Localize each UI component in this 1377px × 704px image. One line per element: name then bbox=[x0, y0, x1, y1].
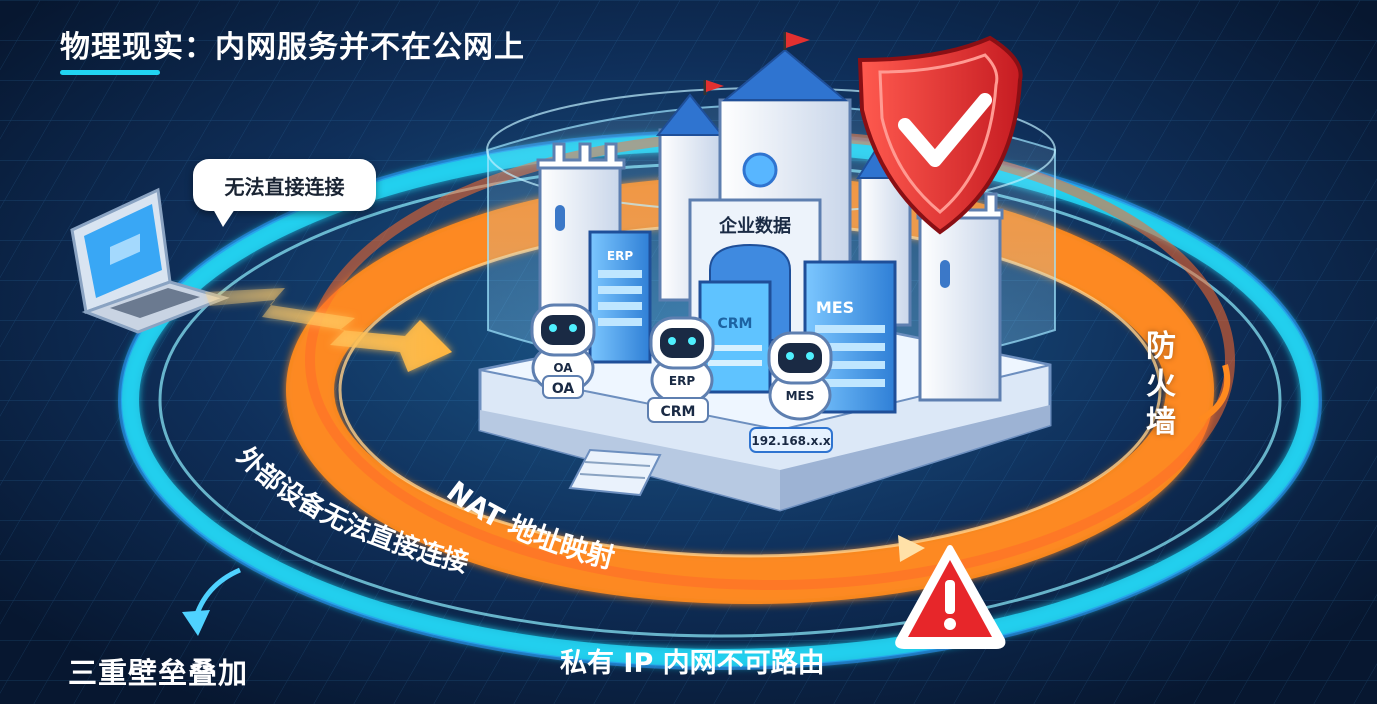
speech-bubble: 无法直接连接 bbox=[193, 159, 376, 227]
robot-erp bbox=[647, 316, 715, 423]
robot-erp-tag: CRM bbox=[661, 404, 696, 420]
server-erp-label: ERP bbox=[607, 249, 633, 263]
firewall-label: 防火墙 bbox=[1146, 329, 1176, 440]
robot-oa-face: OA bbox=[553, 361, 573, 375]
blocked-arrow-icon bbox=[205, 288, 452, 372]
server-erp bbox=[588, 230, 652, 364]
robot-mes bbox=[749, 331, 833, 453]
server-mes-label: MES bbox=[816, 298, 854, 317]
server-crm-label: CRM bbox=[718, 316, 753, 332]
firewall-arrow-icon bbox=[1198, 364, 1231, 423]
bottom-label: 三重壁垒叠加 bbox=[68, 656, 249, 690]
robot-mes-tag: 192.168.x.x bbox=[751, 434, 831, 448]
robot-erp-face: ERP bbox=[669, 374, 695, 388]
title-underline bbox=[60, 70, 160, 75]
shield-icon bbox=[857, 35, 1023, 235]
robot-mes-face: MES bbox=[786, 389, 815, 403]
robot-oa bbox=[530, 303, 596, 399]
castle-banner: 企业数据 bbox=[718, 215, 791, 237]
laptop-icon bbox=[70, 187, 230, 334]
ring-arrow-left-head-icon bbox=[182, 610, 210, 636]
nat-arrow-icon bbox=[898, 535, 925, 562]
private-ip-label: 私有 IP 内网不可路由 bbox=[560, 647, 825, 679]
warning-icon bbox=[895, 545, 1006, 649]
page-title: 物理现实：内网服务并不在公网上 bbox=[60, 30, 525, 65]
robot-oa-tag: OA bbox=[552, 381, 575, 397]
